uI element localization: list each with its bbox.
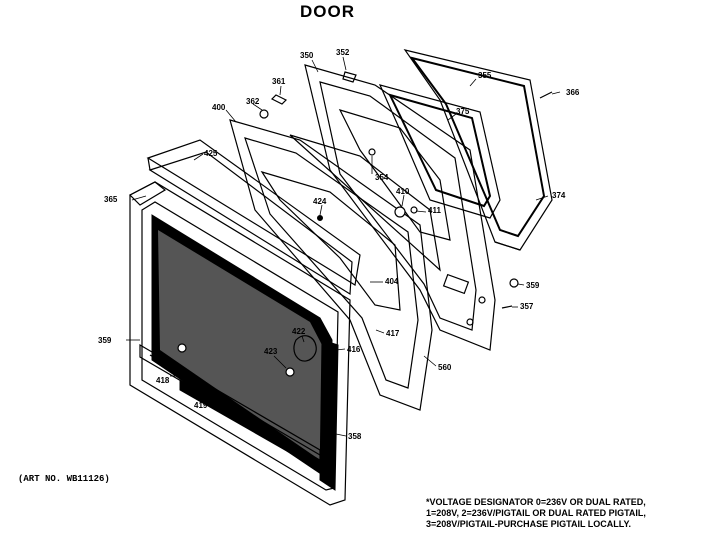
callout-354: 354 bbox=[375, 173, 389, 182]
voltage-note: *VOLTAGE DESIGNATOR 0=236V OR DUAL RATED… bbox=[426, 497, 716, 530]
callout-560: 560 bbox=[438, 363, 452, 372]
voltage-note-line: *VOLTAGE DESIGNATOR 0=236V OR DUAL RATED… bbox=[426, 497, 646, 507]
callout-359-left: 359 bbox=[98, 336, 112, 345]
callout-359-right: 359 bbox=[526, 281, 540, 290]
callout-375: 375 bbox=[456, 107, 470, 116]
callout-419: 419 bbox=[194, 401, 208, 410]
hardware-screws bbox=[259, 71, 553, 309]
callout-366: 366 bbox=[566, 88, 580, 97]
diagram-title: DOOR bbox=[300, 2, 355, 21]
callout-361: 361 bbox=[272, 77, 286, 86]
voltage-note-line: 1=208V, 2=236V/PIGTAIL OR DUAL RATED PIG… bbox=[426, 508, 646, 518]
callout-357: 357 bbox=[520, 302, 534, 311]
callout-352: 352 bbox=[336, 48, 350, 57]
handle-clip bbox=[177, 335, 317, 377]
callout-labels: 350 352 355 366 361 362 400 375 425 354 … bbox=[98, 48, 580, 441]
callout-404: 404 bbox=[385, 277, 399, 286]
callout-400: 400 bbox=[212, 103, 226, 112]
bottom-trim-strips bbox=[139, 343, 321, 471]
callout-365: 365 bbox=[104, 195, 118, 204]
callout-350: 350 bbox=[300, 51, 314, 60]
art-number: (ART NO. WB11126) bbox=[18, 474, 110, 484]
callout-423: 423 bbox=[264, 347, 278, 356]
voltage-note-line: 3=208V/PIGTAIL-PURCHASE PIGTAIL LOCALLY. bbox=[426, 519, 631, 529]
callout-422: 422 bbox=[292, 327, 306, 336]
glass-panel-assembly bbox=[229, 119, 441, 411]
window-glass-frame bbox=[378, 84, 501, 219]
callout-418: 418 bbox=[156, 376, 170, 385]
outer-door-panel bbox=[403, 49, 553, 251]
callout-362: 362 bbox=[246, 97, 260, 106]
door-trim-bar bbox=[146, 139, 361, 296]
callout-416: 416 bbox=[347, 345, 361, 354]
callout-411: 411 bbox=[428, 206, 441, 215]
callout-374: 374 bbox=[552, 191, 566, 200]
callout-355: 355 bbox=[478, 71, 492, 80]
inner-door-liner bbox=[304, 64, 496, 351]
callout-358: 358 bbox=[348, 432, 362, 441]
callout-417: 417 bbox=[386, 329, 400, 338]
callout-410: 410 bbox=[396, 187, 410, 196]
callout-425: 425 bbox=[204, 149, 218, 158]
callout-424: 424 bbox=[313, 197, 327, 206]
dark-glass-pane bbox=[151, 214, 339, 491]
leader-lines bbox=[126, 56, 561, 437]
